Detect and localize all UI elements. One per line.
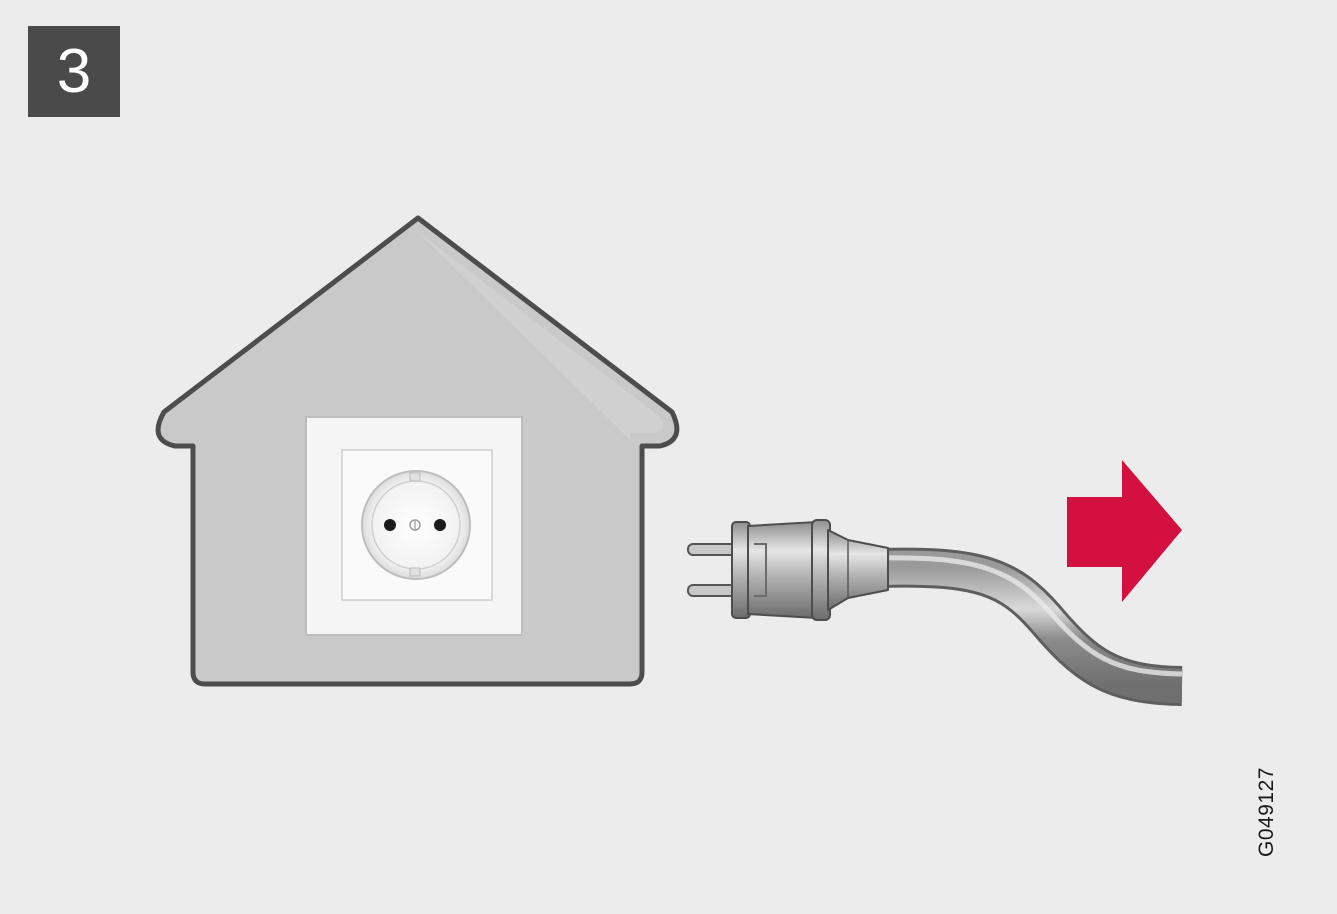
arrow-right-icon <box>1067 460 1182 602</box>
figure-reference-code: G049127 <box>1255 767 1279 857</box>
wall-socket-icon <box>306 417 522 635</box>
power-plug-icon <box>688 520 888 620</box>
